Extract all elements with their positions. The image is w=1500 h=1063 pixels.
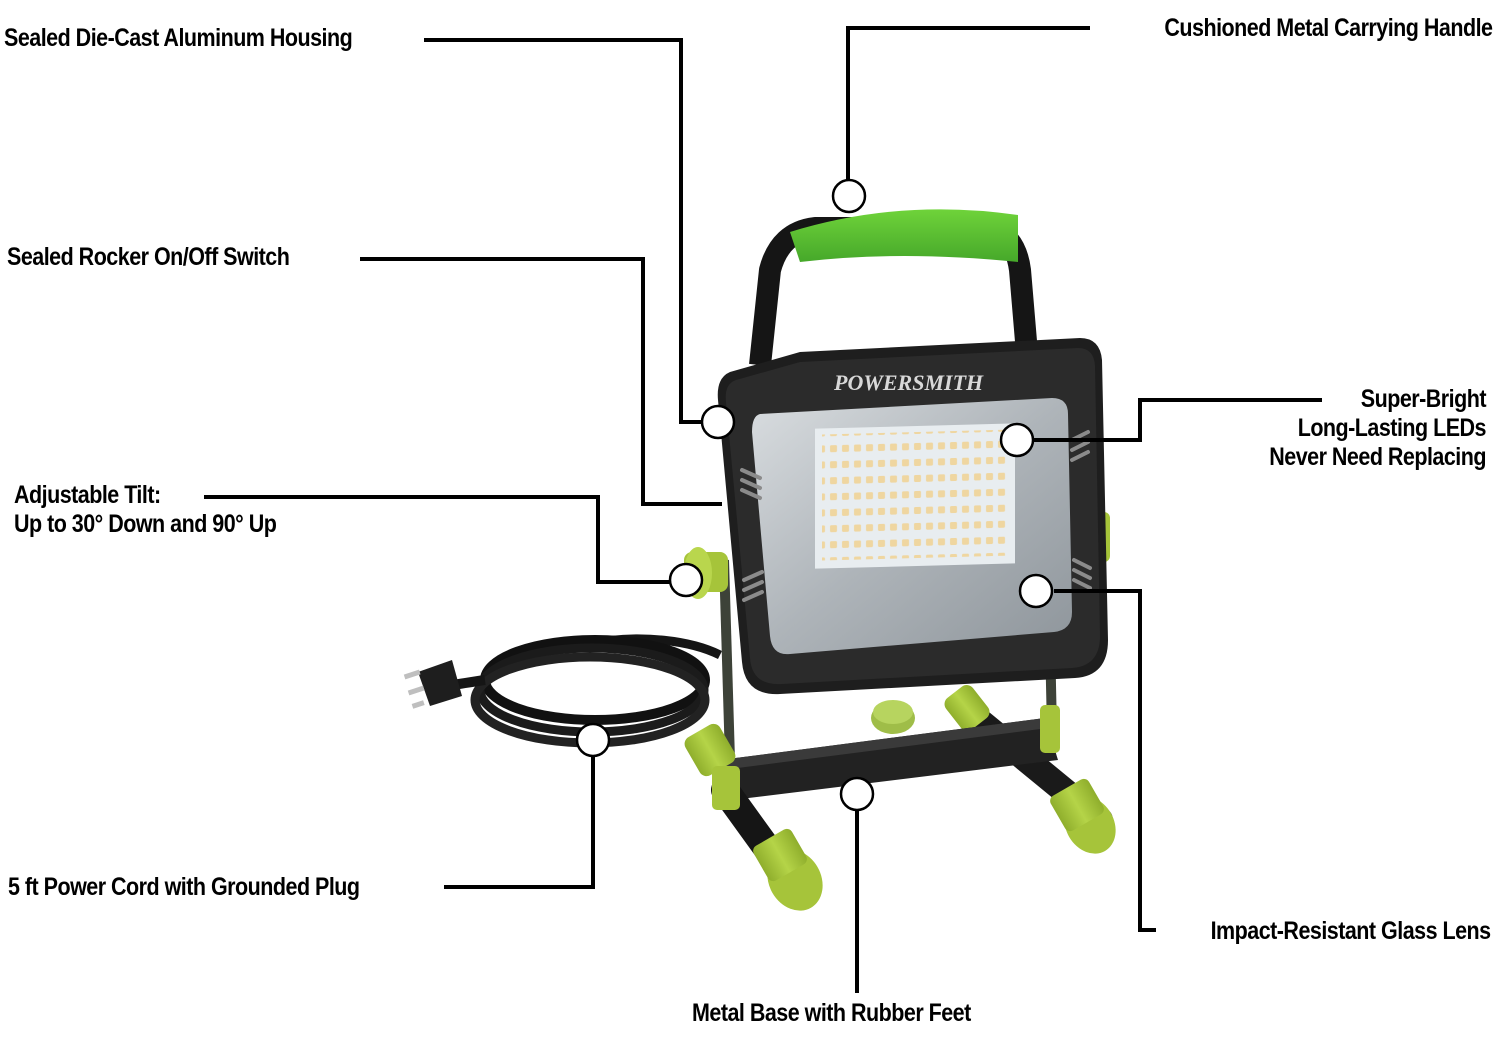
marker-lens [1018,573,1054,609]
callout-cord-label: 5 ft Power Cord with Grounded Plug [8,873,360,902]
callout-text: Up to 30° Down and 90° Up [14,510,277,538]
leader-housing [424,38,705,424]
leader-handle [846,26,1090,180]
callout-base-label: Metal Base with Rubber Feet [692,999,971,1028]
callout-text: Long-Lasting LEDs [1297,414,1487,442]
callout-text: 5 ft Power Cord with Grounded Plug [8,873,360,901]
marker-tilt [668,562,704,598]
callout-text: Sealed Rocker On/Off Switch [7,243,290,271]
callout-text: Super-Bright [1360,385,1487,413]
carrying-handle-illustration [749,209,1039,367]
light-housing-illustration: POWERSMITH [717,338,1108,695]
led-array [822,429,1008,561]
marker-cord [575,722,611,758]
leader-lines [204,26,1322,993]
leader-cord [444,756,595,889]
callout-handle-label: Cushioned Metal Carrying Handle [1163,14,1493,43]
callout-leds-label: Super-Bright Long-Lasting LEDs Never Nee… [1269,385,1486,472]
marker-housing [700,404,736,440]
metal-base-illustration [684,685,1116,911]
powersmith-logo: POWERSMITH [833,370,984,395]
callout-markers [575,178,1054,812]
callout-text: Never Need Replacing [1269,443,1486,471]
leader-switch [360,257,722,506]
marker-leds [999,422,1035,458]
callout-lens-label: Impact-Resistant Glass Lens [1210,917,1492,946]
callout-text: Adjustable Tilt: [14,481,161,509]
leader-tilt [204,495,670,584]
callout-text: Sealed Die-Cast Aluminum Housing [4,24,353,52]
callout-switch-label: Sealed Rocker On/Off Switch [7,243,290,272]
power-cord-illustration [403,634,723,748]
leader-leds [1034,398,1322,442]
marker-base [839,776,875,812]
marker-handle [831,178,867,214]
leader-lens [1054,589,1156,932]
callout-housing-label: Sealed Die-Cast Aluminum Housing [4,24,353,53]
callout-text: Impact-Resistant Glass Lens [1210,917,1492,945]
callout-text: Cushioned Metal Carrying Handle [1163,14,1493,42]
callout-text: Metal Base with Rubber Feet [692,999,971,1027]
callout-tilt-label: Adjustable Tilt: Up to 30° Down and 90° … [14,481,277,539]
